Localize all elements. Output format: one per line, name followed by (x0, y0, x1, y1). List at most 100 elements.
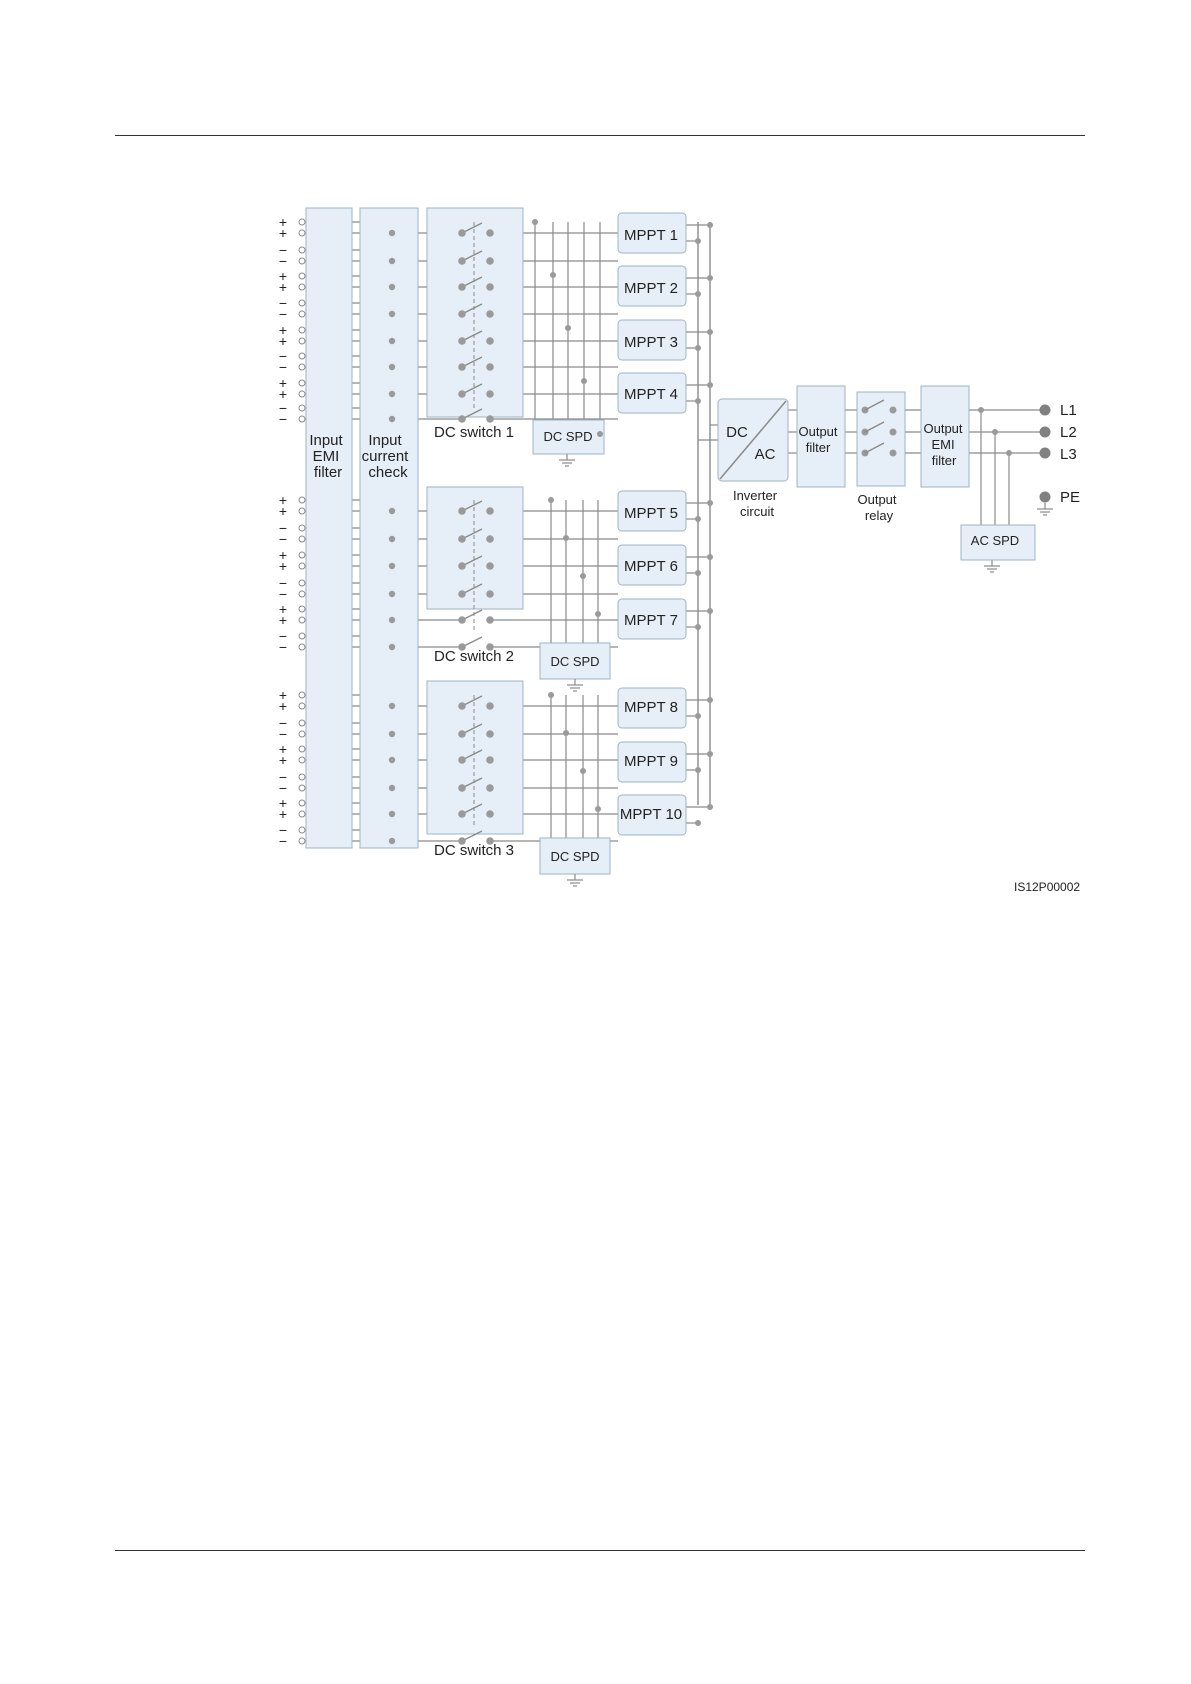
group-b-terminal-8 (298, 590, 306, 598)
group-a-polarity-9: + (279, 322, 287, 338)
mppt-6-label: MPPT 6 (624, 558, 678, 575)
group-c-switch-pivot (458, 702, 466, 710)
relay-2-blade (864, 421, 885, 433)
mppt-10-block (617, 794, 687, 836)
group-a-switch-contact (486, 337, 494, 345)
mppt-3-label: MPPT 3 (624, 334, 678, 351)
group-c-switch-pivot (458, 756, 466, 764)
group-a-switch-contact (486, 363, 494, 371)
dc-switch-1-label: DC switch 1 (434, 424, 514, 441)
group-a-switch-pivot (458, 390, 466, 398)
group-a-switch-contact (486, 310, 494, 318)
group-b-polarity-2: + (279, 503, 287, 519)
group-a-switch-pivot (458, 283, 466, 291)
dc-spd-1-tap-node-3 (565, 325, 571, 331)
group-b-polarity-7: − (279, 575, 287, 591)
output-filter-label-1: Output (798, 424, 837, 439)
output-terminal-l1 (1039, 404, 1051, 416)
mppt-7-bus-node-pos (707, 608, 713, 614)
dc-spd-2-tap-node-4 (595, 611, 601, 617)
group-b-terminal-11 (298, 632, 306, 640)
dc-spd-2-tap-node-1 (548, 497, 554, 503)
group-a-terminal-7 (298, 299, 306, 307)
group-c-polarity-11: − (279, 822, 287, 838)
group-a-current-node (388, 363, 396, 371)
relay-1-contact (889, 406, 897, 414)
input-emi-filter-label-1: Input (309, 432, 343, 449)
dc-switch-2-label: DC switch 2 (434, 648, 514, 665)
relay-3-blade (864, 442, 885, 454)
group-c-switch-contact (486, 756, 494, 764)
group-a-terminal-8 (298, 310, 306, 318)
dc-spd-1-tap-node-5 (597, 431, 603, 437)
group-c-terminal-4 (298, 730, 306, 738)
relay-1-blade (864, 399, 885, 411)
group-b-switch-pivot (458, 507, 466, 515)
input-current-check-block (359, 207, 419, 849)
group-c-polarity-8: − (279, 780, 287, 796)
group-b-terminal-12 (298, 643, 306, 651)
l1-label: L1 (1060, 402, 1077, 419)
group-b-switch-contact (486, 643, 494, 651)
mppt-1-bus-node-pos (707, 222, 713, 228)
group-b-polarity-8: − (279, 586, 287, 602)
dc-spd-3-tap-node-3 (580, 768, 586, 774)
group-a-polarity-6: + (279, 279, 287, 295)
dc-spd-2-block (539, 642, 611, 680)
group-b-polarity-3: − (279, 520, 287, 536)
ac-spd-tap-node-2 (992, 429, 998, 435)
relay-2-contact (889, 428, 897, 436)
output-filter-block (796, 385, 846, 488)
dc-spd-3-block (539, 837, 611, 875)
mppt-10-label: MPPT 10 (620, 806, 682, 823)
output-emi-filter-block (920, 385, 970, 488)
inverter-ac-label: AC (755, 446, 776, 463)
group-a-polarity-16: − (279, 411, 287, 427)
input-current-check-label-2: current (362, 448, 410, 465)
group-b-terminal-10 (298, 616, 306, 624)
input-emi-filter-label-3: filter (314, 464, 342, 481)
group-b-polarity-6: + (279, 558, 287, 574)
group-a-polarity-1: + (279, 214, 287, 230)
group-a-terminal-12 (298, 363, 306, 371)
dc-switch-3-label: DC switch 3 (434, 842, 514, 859)
mppt-5-bus-node-neg (695, 516, 701, 522)
group-a-terminal-14 (298, 390, 306, 398)
output-filter-label-2: filter (806, 440, 831, 455)
ac-spd-tap-node-1 (978, 407, 984, 413)
group-c-terminal-5 (298, 745, 306, 753)
group-c-switch-contact (486, 837, 494, 845)
group-c-terminal-6 (298, 756, 306, 764)
mppt-1-label: MPPT 1 (624, 227, 678, 244)
input-emi-filter-block (305, 207, 353, 849)
group-a-current-node (388, 283, 396, 291)
group-b-polarity-5: + (279, 547, 287, 563)
group-a-terminal-13 (298, 379, 306, 387)
ac-spd-block (960, 524, 1036, 561)
group-a-current-node (388, 415, 396, 423)
input-emi-filter-label-2: EMI (313, 448, 340, 465)
group-c-terminal-2 (298, 702, 306, 710)
group-c-switch-pivot (458, 784, 466, 792)
dc-spd-1-block (532, 419, 605, 455)
group-c-current-node (388, 756, 396, 764)
group-b-terminal-5 (298, 551, 306, 559)
group-c-switch-pivot (458, 730, 466, 738)
group-a-terminal-3 (298, 246, 306, 254)
group-c-polarity-9: + (279, 795, 287, 811)
dc-switch-3-block (426, 680, 524, 835)
group-a-current-node (388, 257, 396, 265)
output-emi-filter-label-2: EMI (931, 437, 954, 452)
mppt-4-label: MPPT 4 (624, 386, 678, 403)
dc-spd-3-tap-node-4 (595, 806, 601, 812)
mppt-9-label: MPPT 9 (624, 753, 678, 770)
output-emi-filter-label-3: filter (932, 453, 957, 468)
dc-switch-1-block (426, 207, 524, 418)
footer-rule (115, 1550, 1085, 1551)
group-c-polarity-1: + (279, 687, 287, 703)
group-b-current-node (388, 616, 396, 624)
output-relay-block (856, 391, 906, 487)
mppt-5-block (617, 490, 687, 532)
pe-label: PE (1060, 489, 1080, 506)
